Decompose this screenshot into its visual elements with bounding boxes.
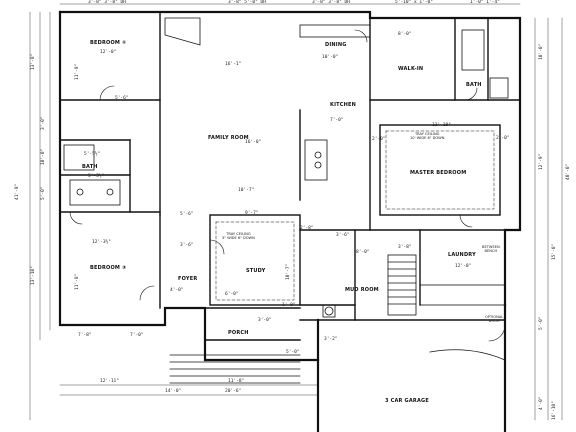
dim-left: 3'-0" [41,116,46,130]
room-label-walk-in: WALK-IN [398,66,424,72]
room-label-bedroom-2: BEDROOM ① [90,40,127,46]
dim-interior: 5'-3½" [88,174,105,179]
dim-interior: 12'-3½" [92,240,111,245]
dim-misc: 7'-8" [78,333,92,338]
dim-interior: 12'-0" [100,50,117,55]
dimension-lines [29,3,563,421]
dim-misc: 5'-0" [286,350,300,355]
stairs [387,254,417,316]
room-label-master-bath: BATH [466,82,482,88]
interior-walls [59,11,521,341]
dim-top: 1'-0" 1'-4" [470,0,500,5]
dim-interior: 3'-8" [398,245,412,250]
dim-left: 13'-10" [31,266,36,285]
dim-top: 3'-8" 3'-8" DH [88,0,126,5]
note-optional-door: OPTIONAL DOOR [485,315,504,323]
dim-right: 12'-9" [539,153,544,170]
dim-misc: 2'-0" [372,137,386,142]
dim-misc: 7'-0" [130,333,144,338]
dim-interior: 7'-0" [330,118,344,123]
dim-interior: 8'-0" [398,32,412,37]
dim-bottom: 14'-0" [165,389,182,394]
dim-right: 4'-0" [539,396,544,410]
dim-misc: 3'-2" [324,337,338,342]
tray-ceiling-lines [215,130,495,301]
dim-interior: 16'-1" [225,62,242,67]
dim-right: 5'-0" [539,316,544,330]
dim-left: 5'-0" [41,186,46,200]
door-swings [69,29,506,342]
porch-steps [169,354,301,384]
room-label-kitchen: KITCHEN [330,102,356,108]
dim-misc: 1'-0" [282,303,296,308]
dim-interior: 11'-8" [75,273,80,290]
dim-top: 3'-8" 3'-8" DH [312,0,350,5]
dim-top: 3'-8" 5'-0" DH [228,0,266,5]
dim-right: 16'-10" [552,401,557,420]
dim-right: 10'-0" [539,43,544,60]
dim-misc: 2'-8" [300,226,314,231]
dim-interior: 13'-10" [432,123,451,128]
room-label-laundry: LAUNDRY [448,252,476,258]
dim-bottom: 20'-6" [225,389,242,394]
dim-interior: 9'-7" [245,211,259,216]
dim-left-total: 41'-8" [15,183,20,200]
room-label-bedroom-3: BEDROOM ③ [90,265,127,271]
dim-interior: 10'-0" [322,55,339,60]
dim-interior: 11'-8" [75,63,80,80]
dim-misc: 5'-6" [180,212,194,217]
note-tray-ceiling-master: TRAY CEILING 10' WIDE 6" DOWN [410,132,445,140]
dim-misc: 6'-0" [225,292,239,297]
dim-misc: 4'-0" [170,288,184,293]
note-between-bench: BETWEEN BENCH [482,245,500,253]
room-label-study: STUDY [246,268,266,274]
dim-misc: 8'-0" [356,250,370,255]
room-label-master-bedroom: MASTER BEDROOM [410,170,467,176]
dim-interior: 10'-7" [238,188,255,193]
dim-bottom: 12'-11" [100,379,119,384]
dim-interior: 3'-0" [258,318,272,323]
room-label-garage: 3 CAR GARAGE [385,398,429,404]
dim-bottom: 11'-8" [228,379,245,384]
dim-interior: 10'-7" [286,263,291,280]
room-label-porch: PORCH [228,330,249,336]
dim-left: 10'-0" [41,148,46,165]
dim-interior: 3'-6" [180,243,194,248]
dim-top: 5'-10" x 1'-0" [395,0,433,5]
room-label-bath: BATH [82,164,98,170]
room-label-dining: DINING [325,42,347,48]
dim-interior: 2'-0" [496,136,510,141]
dim-interior: 12'-0" [455,264,472,269]
dim-right: 15'-0" [552,243,557,260]
dim-left: 13'-8" [31,53,36,70]
room-label-family-room: FAMILY ROOM [208,135,249,141]
dim-interior: 16'-0" [245,140,262,145]
dim-interior: 5'-6" [115,96,129,101]
dim-right-total: 40'-0" [566,163,571,180]
note-tray-ceiling-study: TRAY CEILING 3" WIDE 6" DOWN [222,232,255,240]
fixtures [63,17,509,384]
room-label-foyer: FOYER [178,276,198,282]
dim-interior: 3'-6" [336,233,350,238]
room-label-mud-room: MUD ROOM [345,287,379,293]
dim-interior: 5'-5½" [84,152,101,157]
